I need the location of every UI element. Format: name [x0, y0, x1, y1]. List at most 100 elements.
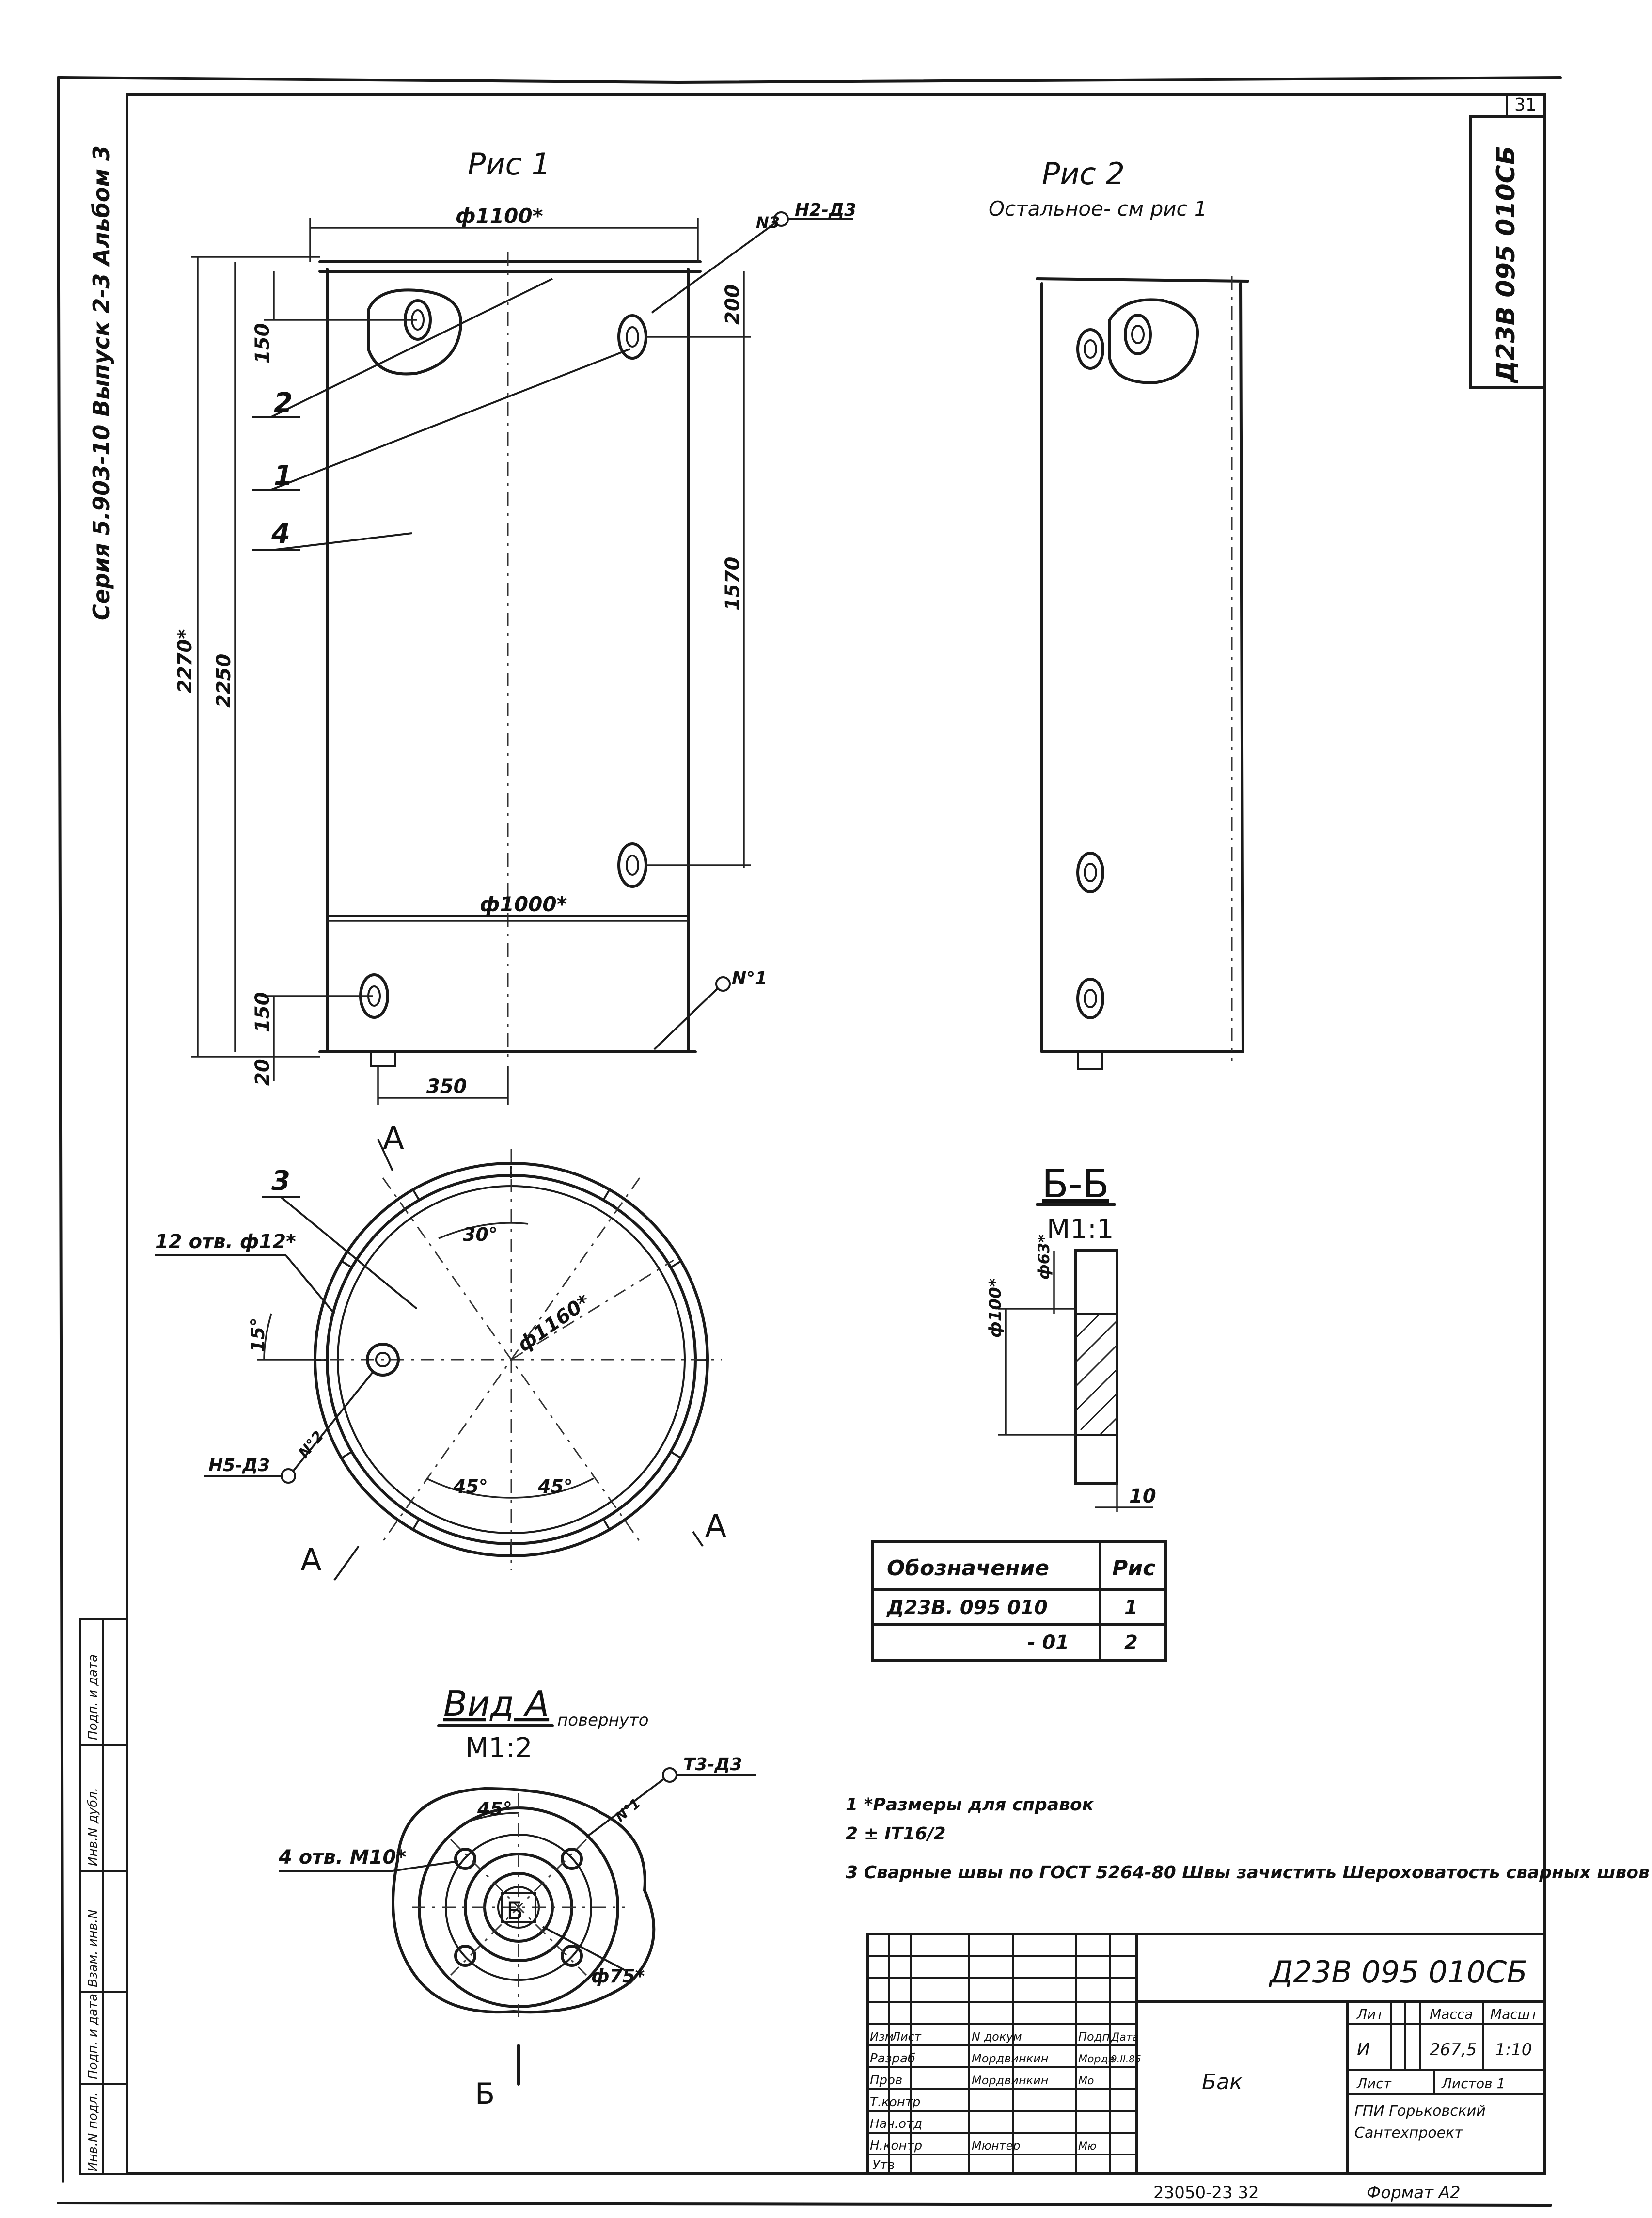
- angle-45-right: 45°: [537, 1476, 573, 1497]
- tb-header: Подп: [1078, 2030, 1110, 2044]
- left-strip: Инв.N подл. Подп. и дата Взам. инв.N Инв…: [79, 1618, 128, 2175]
- strip-label: Подп. и дата: [86, 1994, 100, 2079]
- tb-role: Пров: [870, 2073, 902, 2088]
- figure-1-elevation: Рис 1 ф1100*: [174, 146, 856, 1105]
- tb-name: Мордвинкин: [972, 2074, 1048, 2087]
- view-a-arrow-right: А: [705, 1508, 726, 1544]
- nozzle-3-tag: Н2-Д3: [795, 200, 856, 220]
- table-cell: - 01: [1027, 1632, 1069, 1654]
- tb-header: N докум: [972, 2030, 1022, 2044]
- view-a-arrow-left: А: [300, 1542, 322, 1578]
- tb-header: Изм: [870, 2030, 894, 2044]
- dim-d63: ф63*: [1035, 1235, 1053, 1280]
- nozzle-3-label: N3: [756, 213, 780, 232]
- tb-org-1: ГПИ Горьковский: [1354, 2103, 1486, 2120]
- note-2: 2 ± IT16/2: [846, 1824, 946, 1844]
- title-block: Изм Лист N докум Подп Дата Разраб Мордви…: [866, 1933, 1546, 2175]
- dim-d100: ф100*: [986, 1278, 1005, 1338]
- dim-150-bottom: 150: [252, 992, 274, 1033]
- note-3: 3 Сварные швы по ГОСТ 5264-80 Швы зачист…: [846, 1863, 1652, 1883]
- tb-sign: Мордв: [1078, 2053, 1115, 2065]
- plan-view: Н5-Д3 N°2 3 12 отв. ф12* 15° 30° 45° 45°…: [155, 1121, 726, 1581]
- tb-header: Дата: [1111, 2031, 1139, 2044]
- dim-20: 20: [252, 1059, 274, 1086]
- plan-holes-label: 12 отв. ф12*: [155, 1231, 296, 1253]
- view-a-title: Вид А: [443, 1683, 549, 1724]
- tb-sheets: Листов 1: [1441, 2075, 1505, 2091]
- tb-lit: И: [1357, 2040, 1370, 2060]
- tb-role: Н.контр: [870, 2139, 922, 2153]
- fig1-title: Рис 1: [468, 146, 551, 182]
- strip-label: Инв.N дубл.: [86, 1788, 100, 1866]
- tb-mass: 267,5: [1430, 2040, 1477, 2060]
- notes: 1 *Размеры для справок 2 ± IT16/2 3 Свар…: [846, 1795, 1652, 1883]
- section-title: Б-Б: [1042, 1161, 1109, 1206]
- fig2-subtitle: Остальное- см рис 1: [989, 197, 1207, 221]
- side-stamp: Д23В 095 010СБ 31: [1469, 95, 1546, 389]
- format-label: Формат А2: [1367, 2183, 1461, 2202]
- callout-2: 2: [274, 387, 293, 419]
- fig2-title: Рис 2: [1042, 156, 1125, 191]
- nozzle-2-label: N°2: [295, 1428, 327, 1461]
- bottom-code: 23050-23 32: [1153, 2183, 1259, 2202]
- angle-45-left: 45°: [453, 1476, 488, 1497]
- tb-header: Лист: [891, 2030, 922, 2044]
- table-header-designation: Обозначение: [887, 1556, 1049, 1581]
- angle-30: 30°: [463, 1224, 498, 1245]
- callout-1: 1: [274, 460, 293, 491]
- tb-sign: Мо: [1078, 2075, 1094, 2087]
- view-a-arrow-top: А: [383, 1121, 404, 1157]
- strip-label: Подп. и дата: [86, 1654, 100, 1740]
- dim-150-top: 150: [252, 323, 274, 364]
- tb-role: Разраб: [870, 2051, 915, 2066]
- view-a-nozzle: N°1: [612, 1795, 644, 1825]
- sheet-number: 31: [1514, 95, 1537, 115]
- view-a-dia: ф75*: [591, 1965, 645, 1987]
- nozzle-1-label: N°1: [732, 968, 767, 988]
- tb-date: 9.II.85: [1111, 2053, 1141, 2065]
- tb-lit-header: Лит: [1356, 2006, 1384, 2022]
- tb-role: Т.контр: [870, 2095, 920, 2109]
- nozzle-side-lower: [617, 842, 647, 888]
- callout-4: 4: [271, 518, 290, 550]
- tb-role: Нач.отд: [870, 2117, 922, 2131]
- dim-d1100: ф1100*: [456, 204, 543, 228]
- tb-code: Д23В 095 010СБ: [1268, 1954, 1527, 1990]
- table-cell: 1: [1124, 1597, 1138, 1619]
- view-a-cut-mark: Б: [506, 1897, 523, 1925]
- view-a-tag: Т3-Д3: [683, 1755, 742, 1774]
- dim-d1000: ф1000*: [480, 892, 567, 916]
- view-a-angle: 45°: [477, 1798, 512, 1820]
- dim-350: 350: [426, 1076, 467, 1098]
- figure-2-elevation: Рис 2 Остальное- см рис 1: [989, 156, 1249, 1070]
- strip-label: Инв.N подл.: [86, 2092, 100, 2171]
- section-hatch: [1075, 1313, 1118, 1436]
- tb-name: Мордвинкин: [972, 2052, 1048, 2065]
- strip-label: Взам. инв.N: [86, 1909, 100, 1987]
- dim-1570: 1570: [722, 557, 744, 611]
- table-header-fig: Рис: [1112, 1556, 1155, 1581]
- section-b-b: Б-Б М1:1 ф100* ф63* 10: [986, 1161, 1156, 1512]
- sheet-frame: [57, 76, 1562, 2207]
- table-cell: Д23В. 095 010: [886, 1597, 1048, 1619]
- dim-200: 200: [722, 285, 744, 325]
- callout-3: 3: [271, 1165, 290, 1197]
- nozzle-2-tag: Н5-Д3: [208, 1456, 270, 1475]
- table-cell: 2: [1124, 1632, 1138, 1654]
- view-a-scale: М1:2: [465, 1732, 532, 1764]
- tb-name-product: Бак: [1202, 2070, 1243, 2094]
- tb-name: Мюнтер: [972, 2139, 1021, 2153]
- view-a-cut-label: Б: [475, 2077, 495, 2111]
- dim-2250: 2250: [213, 654, 235, 708]
- tb-org-2: Сантехпроект: [1354, 2124, 1463, 2141]
- tb-scale-header: Масшт: [1490, 2006, 1538, 2022]
- tb-role: Утв: [872, 2158, 895, 2172]
- dim-10: 10: [1129, 1485, 1156, 1507]
- note-1: 1 *Размеры для справок: [846, 1795, 1095, 1815]
- dim-d1160: ф1160*: [513, 1290, 594, 1356]
- series-label: Серия 5.903-10 Выпуск 2-3 Альбом 3: [88, 145, 114, 620]
- side-stamp-code: Д23В 095 010СБ: [1492, 146, 1521, 384]
- tb-scale: 1:10: [1495, 2040, 1532, 2060]
- tb-mass-header: Масса: [1430, 2006, 1473, 2022]
